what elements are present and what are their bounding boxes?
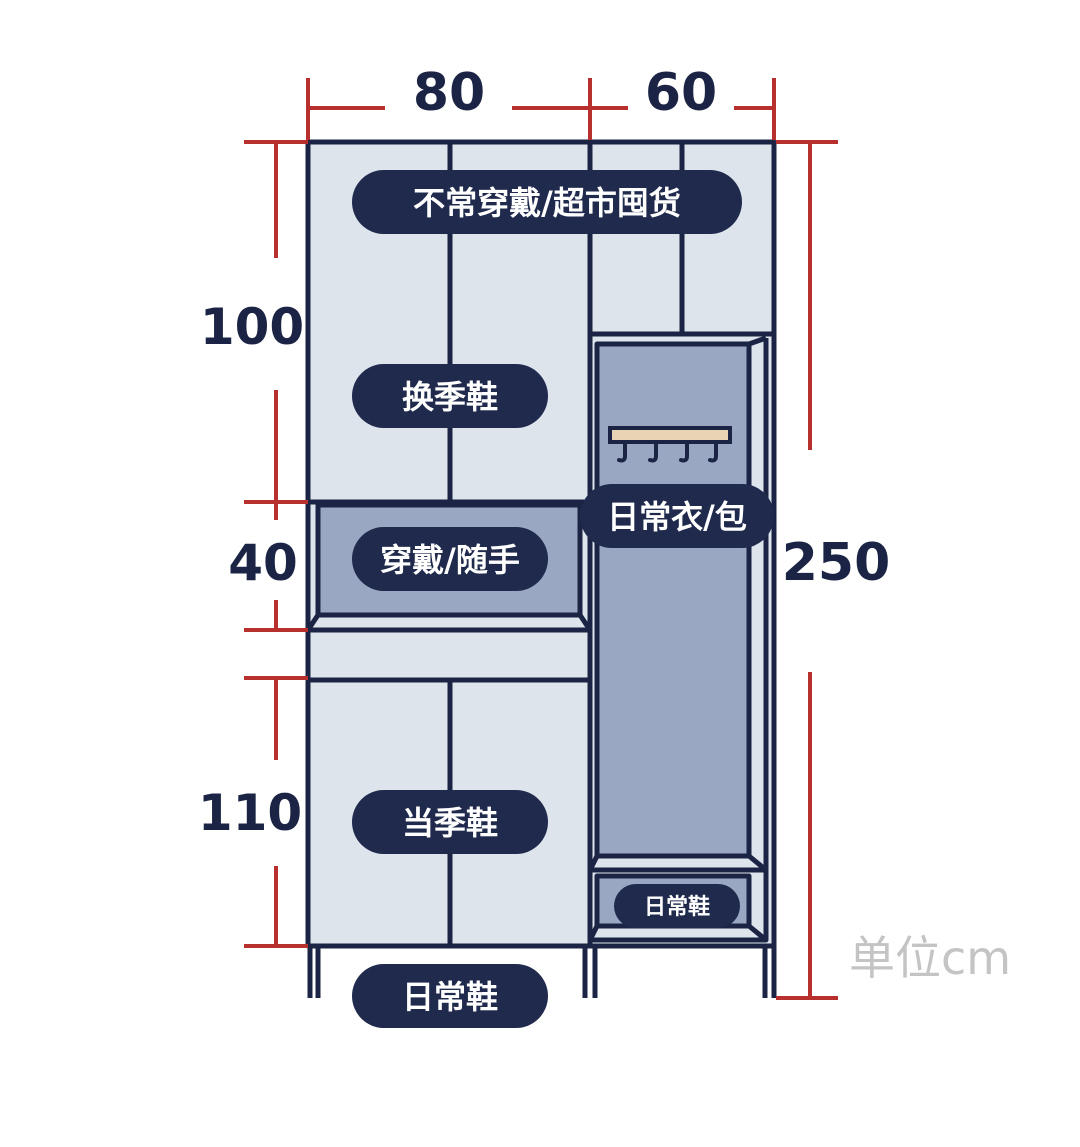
pill-hanging-area: 日常衣/包 (580, 484, 774, 548)
shoe-shelf-top (587, 853, 769, 873)
pill-daily-shoes-floor: 日常鞋 (352, 964, 548, 1028)
height-middle-label: 40 (228, 534, 298, 592)
pill-hanging-area-text: 日常衣/包 (607, 498, 747, 536)
pill-seasonal-shoes-current-text: 当季鞋 (402, 804, 498, 842)
dimension-lines (244, 78, 838, 1000)
shoe-shelf-bottom (587, 923, 769, 943)
width-right-label: 60 (645, 63, 717, 123)
pill-daily-shoes-floor-text: 日常鞋 (402, 978, 498, 1016)
pill-open-shelf: 穿戴/随手 (352, 527, 548, 591)
hanging-inner (594, 341, 752, 859)
pill-daily-shoes-right: 日常鞋 (614, 884, 740, 928)
hook-rail-icon (608, 426, 732, 463)
pill-open-shelf-text: 穿戴/随手 (380, 541, 520, 579)
unit-label: 单位cm (849, 931, 1011, 985)
pill-top-storage-text: 不常穿戴/超市囤货 (413, 184, 681, 222)
height-total-label: 250 (782, 533, 891, 593)
pill-daily-shoes-right-text: 日常鞋 (644, 894, 710, 920)
pill-seasonal-shoes-current: 当季鞋 (352, 790, 548, 854)
height-bottom-label: 110 (198, 784, 302, 842)
height-top-label: 100 (200, 298, 304, 356)
pill-seasonal-shoes-off-text: 换季鞋 (402, 378, 498, 416)
pill-seasonal-shoes-off: 换季鞋 (352, 364, 548, 428)
hanging-side-depth (748, 335, 767, 347)
drawer-strip (305, 627, 593, 683)
width-left-label: 80 (413, 63, 485, 123)
pill-top-storage: 不常穿戴/超市囤货 (352, 170, 742, 234)
